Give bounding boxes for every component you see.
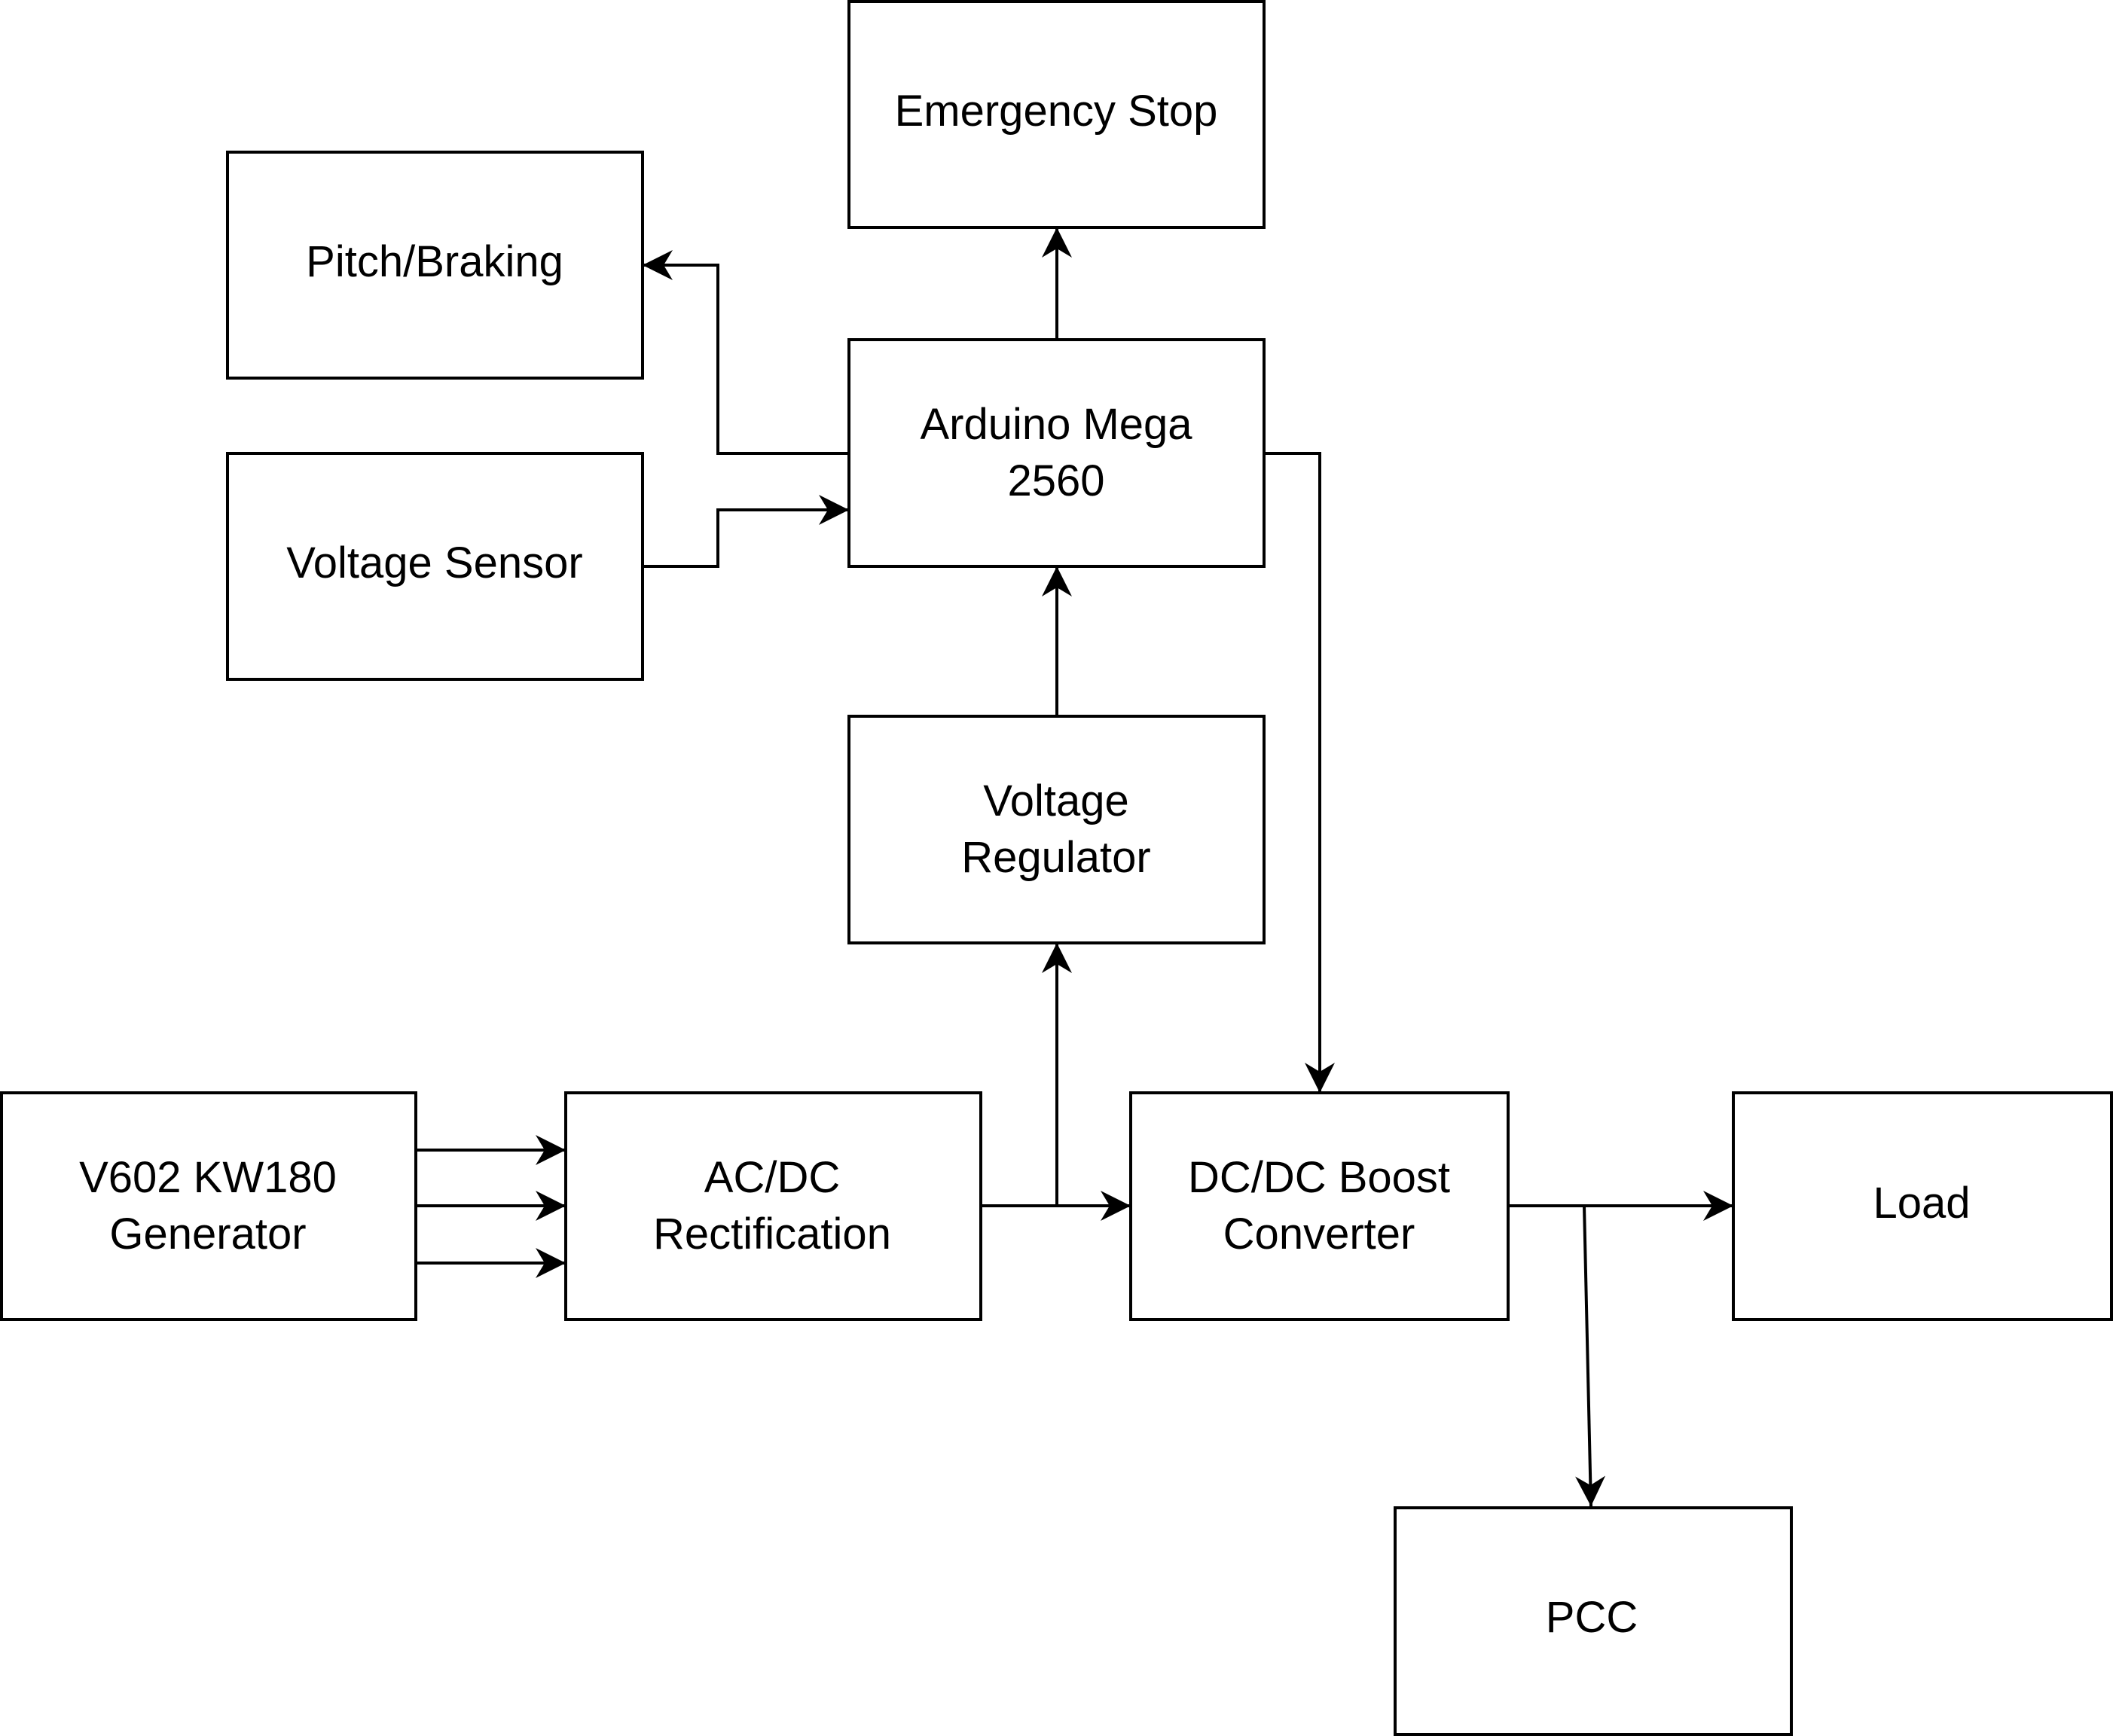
block-label-line-2: Generator	[109, 1210, 306, 1259]
block-label: Emergency Stop	[895, 87, 1218, 136]
block-label: PCC	[1546, 1593, 1638, 1642]
arrow-arduino-to-pitch-braking	[643, 250, 849, 455]
block-emergency-stop: Emergency Stop	[847, 0, 1266, 229]
block-rectification: AC/DC Rectification	[564, 1091, 982, 1321]
arrow-boost-converter-to-pcc	[1575, 1205, 1606, 1507]
block-label-line-1: DC/DC Boost	[1188, 1153, 1450, 1202]
connectors	[416, 227, 1733, 1507]
block-voltage-regulator: Voltage Regulator	[847, 715, 1266, 944]
block-label-line-1: Voltage	[983, 776, 1129, 825]
arrow-voltage-sensor-to-arduino	[643, 495, 849, 568]
block-label: Voltage Sensor	[286, 538, 582, 587]
block-boost-converter: DC/DC Boost Converter	[1129, 1091, 1510, 1321]
block-label-line-1: Arduino Mega	[920, 400, 1192, 449]
block-voltage-sensor: Voltage Sensor	[226, 452, 644, 681]
block-label-line-2: 2560	[1007, 456, 1104, 505]
block-label: Pitch/Braking	[306, 237, 563, 286]
block-load: Load	[1732, 1091, 2113, 1321]
arrow-arduino-to-boost-converter	[1264, 452, 1335, 1093]
block-generator: V602 KW180 Generator	[0, 1091, 417, 1321]
block-label-line-2: Regulator	[961, 833, 1150, 882]
block-label: Load	[1873, 1179, 1970, 1228]
block-label-line-2: Converter	[1223, 1210, 1415, 1259]
block-label-line-1: V602 KW180	[79, 1153, 337, 1202]
block-label-line-2: Rectification	[653, 1210, 891, 1259]
block-arduino-mega: Arduino Mega 2560	[847, 338, 1266, 568]
block-pcc: PCC	[1394, 1506, 1793, 1736]
block-pitch-braking: Pitch/Braking	[226, 151, 644, 380]
block-label-line-1: AC/DC	[704, 1153, 840, 1202]
